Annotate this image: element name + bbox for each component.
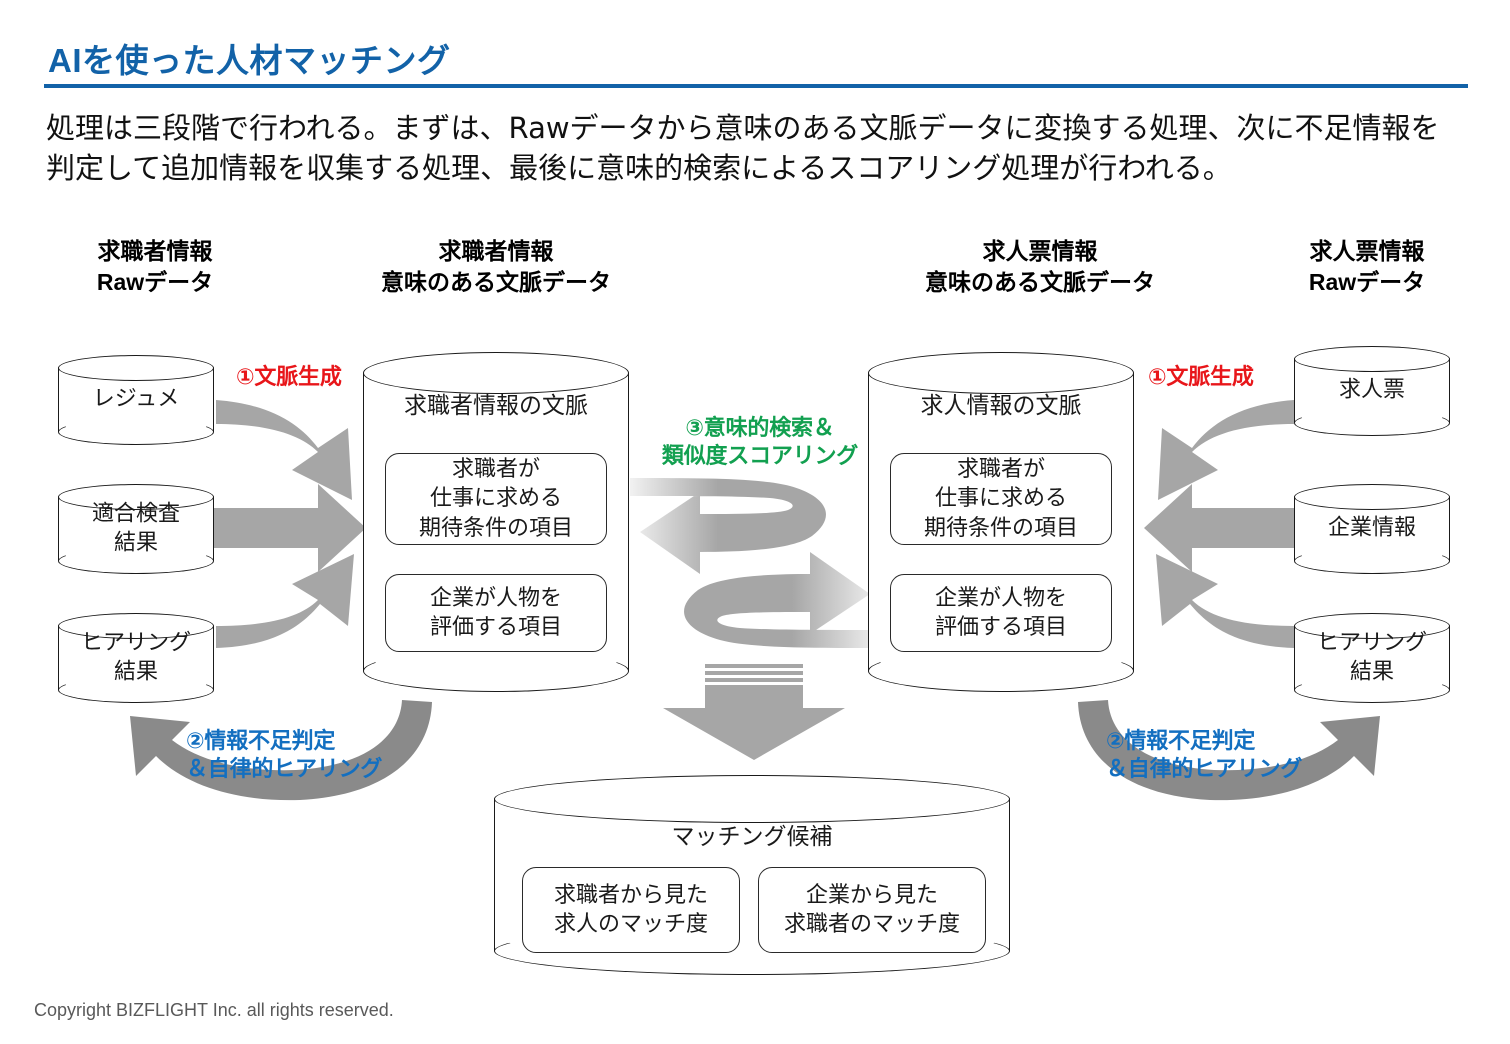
source-label-hearing-left: ヒアリング 結果 [80, 630, 191, 684]
source-label-aptitude-test: 適合検査 結果 [91, 501, 180, 555]
context-item-seeker-evaluation[interactable]: 企業が人物を 評価する項目 [385, 574, 607, 652]
step-label-semantic-search: ③意味的検索＆ 類似度スコアリング [661, 415, 859, 469]
arrow-resume-to-context [216, 400, 352, 500]
cylinder-top [363, 352, 629, 394]
footer-copyright: Copyright BIZFLIGHT Inc. all rights rese… [34, 1000, 394, 1020]
cylinder-top [58, 484, 214, 510]
context-item-job-expectations[interactable]: 求職者が 仕事に求める 期待条件の項目 [890, 453, 1112, 545]
column-heading-job-raw: 求人票情報 Rawデータ [1308, 238, 1426, 295]
arrow-to-matching-candidates [663, 664, 845, 760]
column-heading-job-context: 求人票情報 意味のある文脈データ [925, 238, 1155, 295]
step-label-context-generation-left: ①文脈生成 [236, 364, 342, 389]
source-cylinder-job-posting[interactable]: 求人票 [1294, 346, 1450, 436]
column-heading-seeker-context: 求職者情報 意味のある文脈データ [381, 238, 611, 295]
arrow-companyinfo-to-context [1144, 484, 1296, 572]
source-cylinder-hearing-right[interactable]: ヒアリング 結果 [1294, 613, 1450, 703]
context-cylinder-seeker[interactable]: 求職者情報の文脈 求職者が 仕事に求める 期待条件の項目 企業が人物を 評価する… [363, 352, 629, 692]
result-title: マッチング候補 [671, 824, 833, 850]
source-cylinder-resume[interactable]: レジュメ [58, 355, 214, 445]
cylinder-top [1294, 484, 1450, 510]
source-label-job-posting: 求人票 [1338, 377, 1405, 403]
source-label-company-info: 企業情報 [1327, 515, 1416, 541]
title-divider [44, 84, 1468, 88]
context-cylinder-job[interactable]: 求人情報の文脈 求職者が 仕事に求める 期待条件の項目 企業が人物を 評価する項… [868, 352, 1134, 692]
source-label-hearing-right: ヒアリング 結果 [1316, 630, 1427, 684]
cylinder-top [58, 613, 214, 639]
step-label-gap-detection-left: ②情報不足判定 ＆自律的ヒアリング [186, 728, 383, 782]
cylinder-top [1294, 346, 1450, 372]
cylinder-bottom [1294, 548, 1450, 574]
arrow-semantic-search-left [630, 478, 826, 574]
cylinder-bottom [868, 650, 1134, 692]
arrow-jobposting-to-context [1158, 400, 1294, 500]
result-item-company-view[interactable]: 企業から見た 求職者のマッチ度 [758, 867, 986, 953]
source-cylinder-company-info[interactable]: 企業情報 [1294, 484, 1450, 574]
cylinder-bottom [58, 677, 214, 703]
cylinder-bottom [1294, 677, 1450, 703]
arrow-hearing-to-context [216, 554, 354, 648]
page-title: AIを使った人材マッチング [48, 42, 451, 79]
arrow-hearing-right-to-context [1156, 554, 1294, 648]
result-cylinder-matching-candidates[interactable]: マッチング候補 求職者から見た 求人のマッチ度 企業から見た 求職者のマッチ度 [494, 775, 1010, 975]
step-label-context-generation-right: ①文脈生成 [1148, 364, 1254, 389]
context-title-job: 求人情報の文脈 [920, 393, 1082, 419]
column-heading-seeker-raw: 求職者情報 Rawデータ [96, 238, 214, 295]
arrow-aptitude-to-context [214, 484, 366, 572]
source-cylinder-hearing-left[interactable]: ヒアリング 結果 [58, 613, 214, 703]
cylinder-top [868, 352, 1134, 394]
arrow-semantic-search-right [684, 552, 880, 648]
cylinder-bottom [494, 927, 1010, 975]
cylinder-top [58, 355, 214, 381]
cylinder-bottom [363, 650, 629, 692]
source-cylinder-aptitude-test[interactable]: 適合検査 結果 [58, 484, 214, 574]
source-label-resume: レジュメ [92, 386, 180, 412]
context-item-seeker-expectations[interactable]: 求職者が 仕事に求める 期待条件の項目 [385, 453, 607, 545]
context-item-job-evaluation[interactable]: 企業が人物を 評価する項目 [890, 574, 1112, 652]
cylinder-top [1294, 613, 1450, 639]
cylinder-bottom [1294, 410, 1450, 436]
cylinder-bottom [58, 419, 214, 445]
step-label-gap-detection-right: ②情報不足判定 ＆自律的ヒアリング [1106, 728, 1303, 782]
result-item-seeker-view[interactable]: 求職者から見た 求人のマッチ度 [522, 867, 740, 953]
lead-paragraph: 処理は三段階で行われる。まずは、Rawデータから意味のある文脈データに変換する処… [46, 111, 1440, 186]
cylinder-top [494, 775, 1010, 823]
cylinder-bottom [58, 548, 214, 574]
context-title-seeker: 求職者情報の文脈 [404, 393, 588, 419]
